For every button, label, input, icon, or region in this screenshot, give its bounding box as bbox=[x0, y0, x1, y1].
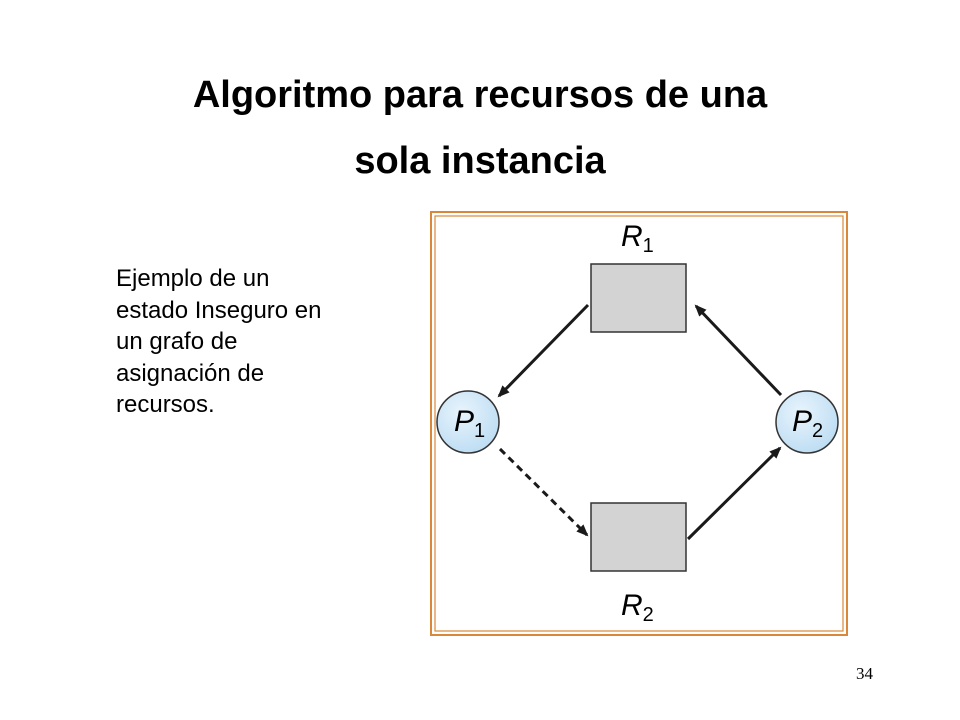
assignment-edge-r2-p2 bbox=[686, 446, 782, 541]
page-number: 34 bbox=[856, 664, 873, 683]
request-edge-p2-r1 bbox=[694, 304, 783, 397]
claim-edge-p1-r2 bbox=[498, 447, 589, 537]
title-line-2: sola instancia bbox=[354, 140, 606, 182]
graph-svg: R1 R2 P1 P2 bbox=[430, 211, 848, 636]
process-node-p2 bbox=[775, 390, 839, 454]
figure-frame-outer bbox=[430, 211, 848, 636]
resource-label-r1: R1 bbox=[621, 220, 654, 257]
process-node-p1 bbox=[436, 390, 500, 454]
resource-label-r2: R2 bbox=[621, 589, 654, 626]
process-label-p2: P2 bbox=[792, 405, 823, 442]
assignment-edge-r1-p1 bbox=[497, 303, 590, 398]
title-line-1: Algoritmo para recursos de una bbox=[192, 74, 768, 116]
figure-frame-inner bbox=[434, 215, 844, 632]
process-label-p1: P1 bbox=[454, 405, 485, 442]
description-text: Ejemplo de un estado Inseguro en un graf… bbox=[116, 265, 322, 418]
resource-node-r1 bbox=[590, 263, 687, 333]
resource-node-r2 bbox=[590, 502, 687, 572]
slide-title: Algoritmo para recursos de una sola inst… bbox=[80, 62, 880, 194]
resource-allocation-graph: R1 R2 P1 P2 bbox=[430, 211, 848, 636]
